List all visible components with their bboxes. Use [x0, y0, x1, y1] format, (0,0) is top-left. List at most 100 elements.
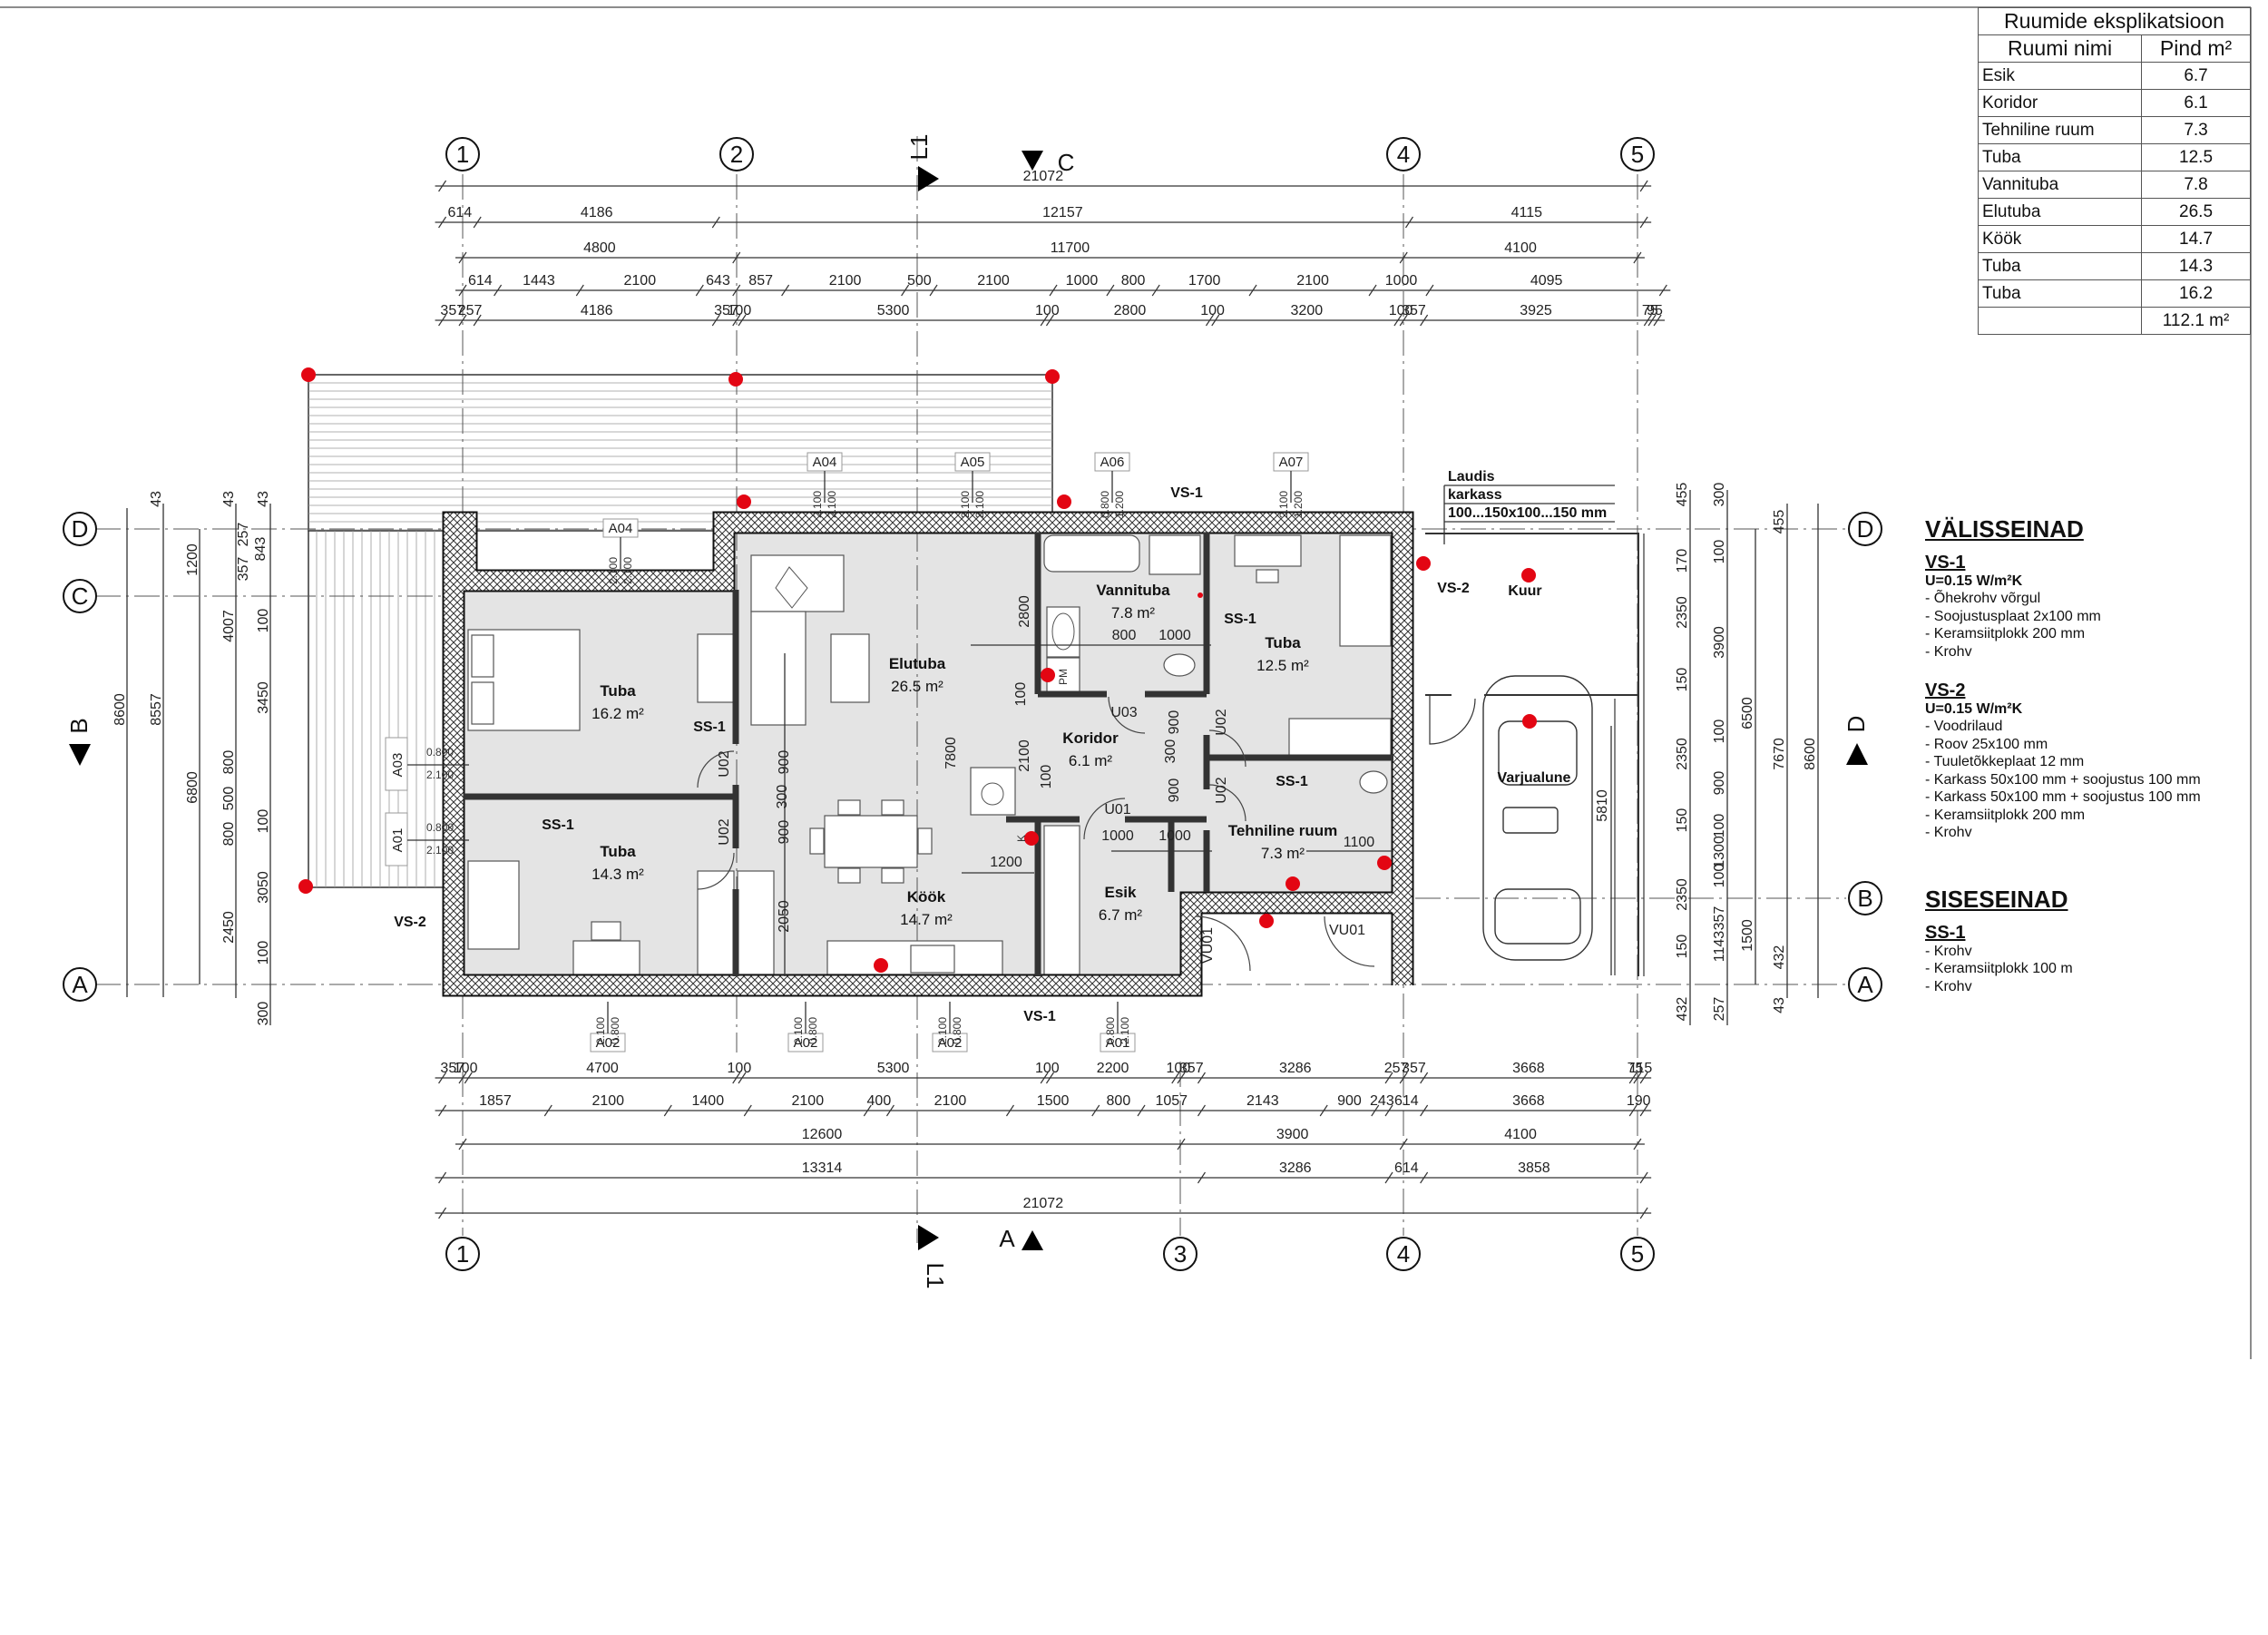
- dimension-value: 1057: [1155, 1093, 1188, 1109]
- grid-label: B: [1857, 885, 1872, 912]
- room-area: 14.7 m²: [900, 911, 953, 928]
- window-height: 2.100: [1119, 1017, 1131, 1044]
- dimension-value: 2050: [777, 900, 792, 933]
- sofa: [750, 554, 845, 612]
- grid-bubble: [63, 579, 97, 613]
- dimension-value: 800: [1107, 1093, 1131, 1109]
- room-area: 6.1 m²: [1069, 752, 1113, 769]
- dimension-value: 6800: [185, 771, 200, 804]
- dimension-value: 11700: [1051, 240, 1090, 256]
- dimension-value: 5300: [877, 1061, 910, 1076]
- dimension-value: 1200: [185, 543, 200, 576]
- survey-point-marker: [1045, 369, 1060, 384]
- dimension-value: 900: [1712, 771, 1727, 796]
- dimension-value: 3050: [256, 871, 271, 904]
- dimension-value: 100: [1013, 682, 1029, 707]
- dimension-value: 857: [748, 273, 773, 289]
- dimension-value: 1000: [1385, 273, 1418, 289]
- section-arrow-icon: [918, 166, 939, 191]
- layer: - Roov 25x100 mm: [1925, 736, 2048, 752]
- dimension-value: 500: [907, 273, 932, 289]
- column-header-area: Pind m²: [2141, 34, 2251, 63]
- dimension-value: 614: [468, 273, 493, 289]
- dimension-value: 300: [775, 785, 790, 809]
- door-tag: VU01: [1200, 927, 1216, 964]
- dimension-value: 4186: [581, 205, 613, 220]
- survey-point-marker: [1377, 856, 1392, 870]
- carport-label: Varjualune: [1498, 770, 1571, 786]
- dimension-value: 2100: [1296, 273, 1329, 289]
- wall-type-label: SS-1: [1224, 612, 1256, 627]
- single-bed: [1339, 534, 1392, 647]
- dimension-value: 150: [1675, 668, 1690, 692]
- dimension-value: 3900: [1276, 1127, 1309, 1142]
- dimension-value: 800: [221, 822, 237, 847]
- wardrobe: [697, 633, 735, 703]
- dimension-value: 3925: [1520, 303, 1552, 318]
- dimension-value: 2100: [977, 273, 1010, 289]
- dimension-value: 1000: [1158, 628, 1191, 643]
- window-width: 0.800: [426, 821, 454, 834]
- room-area: 7.3: [2141, 116, 2251, 144]
- dimension-value: 300: [1163, 739, 1178, 764]
- grid-bubble: [445, 137, 480, 171]
- window-tag: A04: [813, 455, 837, 470]
- dimension-value: 900: [1337, 1093, 1362, 1109]
- appliance-label: PM: [1057, 669, 1070, 685]
- dimension-value: 7800: [943, 737, 959, 769]
- survey-point-marker: [874, 958, 888, 973]
- dimension-value: 257: [1384, 1061, 1409, 1076]
- survey-point-marker: [1416, 556, 1431, 571]
- dimension-value: 257: [236, 523, 251, 547]
- dimension-value: 3900: [1712, 626, 1727, 659]
- dimension-value: 243: [1370, 1093, 1394, 1109]
- window-tag: A01: [390, 828, 406, 853]
- dimension-value: 1700: [1188, 273, 1221, 289]
- car-icon: [1482, 675, 1593, 961]
- wall-legend: VÄLISSEINAD VS-1 U=0.15 W/m²K - Õhekrohv…: [1925, 515, 2261, 1015]
- kitchen-counter: [737, 870, 775, 975]
- dimension-value: 100: [1035, 1061, 1060, 1076]
- stove: [910, 945, 955, 974]
- grid-bubble: [63, 512, 97, 546]
- survey-point-marker: [1198, 592, 1203, 598]
- dimension-value: 43: [149, 491, 164, 507]
- dimension-value: 1000: [1158, 828, 1191, 844]
- dimension-value: 2200: [1097, 1061, 1129, 1076]
- window-tag: A04: [609, 521, 633, 536]
- window-height: 2.100: [826, 491, 838, 518]
- desk: [1234, 534, 1302, 567]
- survey-point-marker: [1024, 831, 1039, 846]
- dimension-value: 2800: [1017, 595, 1032, 628]
- grid-bubble: [1386, 1237, 1421, 1271]
- section-arrow-icon: [918, 1225, 939, 1250]
- dimension-value: 2100: [624, 273, 657, 289]
- dining-table: [824, 815, 918, 868]
- dimension-value: 100: [1712, 864, 1727, 888]
- toilet: [1163, 653, 1196, 677]
- layer: - Keramsiitplokk 200 mm: [1925, 807, 2086, 823]
- dimension-value: 3200: [1291, 303, 1324, 318]
- room-name: Vannituba: [1096, 582, 1170, 599]
- empty-cell: [1977, 307, 2143, 335]
- dimension-value: 21072: [1023, 1196, 1064, 1211]
- dimension-value: 4100: [1504, 240, 1537, 256]
- dimension-value: 150: [1675, 935, 1690, 959]
- dimension-value: 357: [1402, 303, 1426, 318]
- window-width: 2.100: [792, 1017, 805, 1044]
- u-value: U=0.15 W/m²K: [1925, 701, 2023, 717]
- window-height: 1.200: [1113, 491, 1126, 518]
- dimension-value: 900: [777, 750, 792, 775]
- annotation-note: 100...150x100...150 mm: [1448, 505, 1607, 521]
- dimension-value: 1400: [692, 1093, 725, 1109]
- wall-type-label: SS-1: [1276, 774, 1308, 789]
- dimension-value: 190: [1627, 1093, 1651, 1109]
- window-tag: A01: [1106, 1035, 1130, 1051]
- exterior-walls-heading: VÄLISSEINAD: [1925, 515, 2084, 543]
- window-tag: A07: [1279, 455, 1304, 470]
- layer: - Krohv: [1925, 643, 1972, 660]
